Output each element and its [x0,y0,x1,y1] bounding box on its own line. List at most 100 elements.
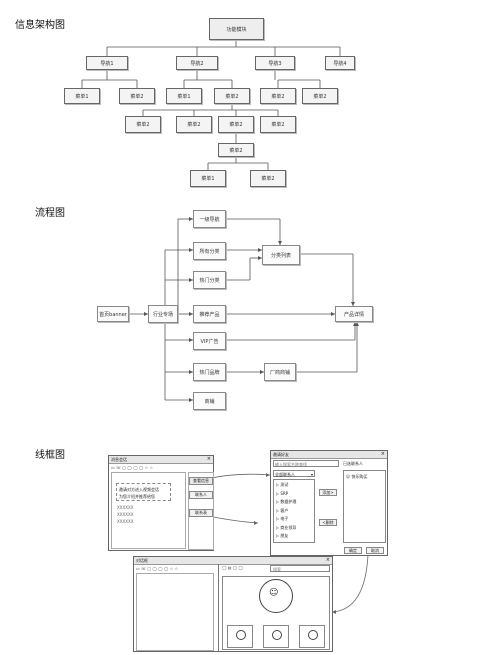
list-item: XXXXXX [117,512,134,517]
expand-icon: ▷ [276,499,281,504]
info-arch-title: 信息架构图 [15,20,65,31]
ia-nav1-node: 导航1 [86,56,128,70]
cancel-button[interactable]: 取消 [366,547,384,554]
group-item[interactable]: ▷ SRP [276,491,288,496]
invite-window: 邀请好友 × 输入搜索名称查找 已选联系人 全部联系人 ▾ ▷ 测试▷ SRP▷… [270,450,388,556]
flow-category-list-node: 分类列表 [262,245,300,265]
group-list: ▷ 测试▷ SRP▷ 数据护理▷ 客户▷ 电子▷ 商业领导▷ 朋友 [273,479,315,543]
ia-root-node: 功能模块 [209,18,264,40]
search-placeholder: 输入搜索名称查找 [275,462,307,467]
ia-menu-node: 菜单2 [302,88,338,104]
toolbar-icons[interactable]: ▭ ☏ ▢ ◯ ◯ ◯ ☆ ☆ [111,465,154,470]
selected-label: 已选联系人 [343,461,363,466]
group-item[interactable]: ▷ 数据护理 [276,499,296,505]
call-window-title: 对话框 [134,557,332,565]
group-item-label: 客户 [280,507,289,513]
group-item[interactable]: ▷ 朋友 [276,533,288,539]
ia-menu-node: 菜单2 [260,88,296,104]
selected-list: ☺ 快乐购买 [343,470,386,543]
contact-dropdown[interactable]: 全部联系人 ▾ [273,470,315,477]
ia-menu-node: 菜单2 [125,116,161,133]
expand-icon: ▷ [276,524,281,530]
group-item-label: 朋友 [280,533,289,538]
flow-manufacturer-node: 厂商商铺 [264,363,296,381]
remove-button[interactable]: <删除 [319,519,337,526]
tab-contacts[interactable]: 联系人 [189,491,213,499]
close-icon[interactable]: × [206,456,211,462]
chevron-down-icon: ▾ [310,472,313,477]
smiley-icon: ☺ [269,588,279,598]
ia-nav3-node: 导航3 [255,56,295,70]
ia-menu-node: 菜单1 [166,88,202,104]
flow-brand-node: 商铺 [193,392,226,410]
person-icon: ☺ [346,474,351,479]
expand-icon: ▷ [276,482,281,487]
ia-nav4-node: 导航4 [325,56,355,70]
ia-menu-node: 菜单2 [176,116,212,133]
group-item-label: 电子 [280,516,289,521]
toolbar-icons[interactable]: ▭ ☏ ▢ ◯ ◯ ◯ ☆ ☆ [136,566,179,571]
expand-icon: ▷ [276,507,281,513]
call-search-placeholder: 搜索 [273,567,281,572]
group-item-label: 数据护理 [280,499,297,504]
flow-category-node: 所有分类 [193,242,226,260]
group-item[interactable]: ▷ 电子 [276,516,288,522]
popup-line1: 邀请对方进入视频会话 [119,487,159,492]
list-item: XXXXXX [117,505,134,510]
flow-recommend-node: 推荐产品 [193,305,226,323]
dropdown-value: 全部联系人 [275,472,295,477]
tab-contact-list[interactable]: 联系表 [189,509,213,517]
call-search-input[interactable]: 搜索 [270,565,330,572]
flow-hot-brand-node: 热门品牌 [193,363,226,381]
flow-hot-category-node: 热门分类 [193,271,226,289]
flow-title: 流程图 [35,208,65,219]
ia-menu-node: 菜单2 [260,116,296,133]
participant-tile[interactable] [263,625,289,648]
expand-icon: ▷ [276,490,281,496]
divider [218,564,219,652]
person-icon [308,630,318,640]
ia-menu-node: 菜单2 [250,170,286,187]
group-item[interactable]: ▷ 测试 [276,482,288,488]
selected-item-label: 快乐购买 [351,474,368,479]
message-area [136,573,214,651]
ok-button[interactable]: 确定 [344,547,362,554]
ia-menu-node: 菜单2 [218,116,254,133]
group-item-label: 商业领导 [280,524,297,530]
call-toolbar-icons[interactable]: ◯ ▤ ◯ ◯ [222,565,244,570]
search-input[interactable]: 输入搜索名称查找 [273,460,339,467]
invite-popup: 邀请对方进入视频会话 为您介绍并推荐给您 [116,483,171,501]
flow-industry-node: 行业专场 [148,305,178,323]
popup-line2: 为您介绍并推荐给您 [119,494,155,499]
flow-nav1-node: 一级导航 [193,210,226,228]
invite-window-title: 邀请好友 [271,451,387,459]
wireframe-title: 线框图 [35,450,65,461]
chat-window: 消息会话 × ▭ ☏ ▢ ◯ ◯ ◯ ☆ ☆ 邀请对方进入视频会话 为您介绍并推… [108,455,214,551]
flow-banner-node: 首页banner [97,306,129,322]
expand-icon: ▷ [276,533,281,538]
tab-info[interactable]: 查看信息 [189,477,213,485]
ia-menu-node: 菜单1 [190,170,226,187]
participant-tile[interactable] [227,625,253,648]
group-item-label: SRP [280,490,289,496]
video-area: ☺ [222,576,330,650]
selected-item[interactable]: ☺ 快乐购买 [346,474,367,480]
group-item[interactable]: ▷ 客户 [276,508,288,514]
person-icon [236,630,246,640]
group-item[interactable]: ▷ 商业领导 [276,525,296,531]
flow-vip-node: VIP广告 [193,332,226,350]
ia-menu-node: 菜单2 [214,88,250,104]
ia-menu-node: 菜单2 [218,143,254,157]
ia-menu-node: 菜单2 [119,88,155,104]
participant-tile[interactable] [299,625,325,648]
side-panel: 查看信息 联系人 联系表 [188,472,214,550]
person-icon [272,630,282,640]
group-item-label: 测试 [280,482,289,487]
expand-icon: ▷ [276,516,281,521]
ia-menu-node: 菜单1 [64,88,100,104]
flow-product-detail-node: 产品详情 [335,306,373,322]
close-icon[interactable]: × [325,557,330,563]
chat-window-title: 消息会话 [109,456,213,464]
add-button[interactable]: 添加> [319,489,337,496]
close-icon[interactable]: × [380,451,385,457]
